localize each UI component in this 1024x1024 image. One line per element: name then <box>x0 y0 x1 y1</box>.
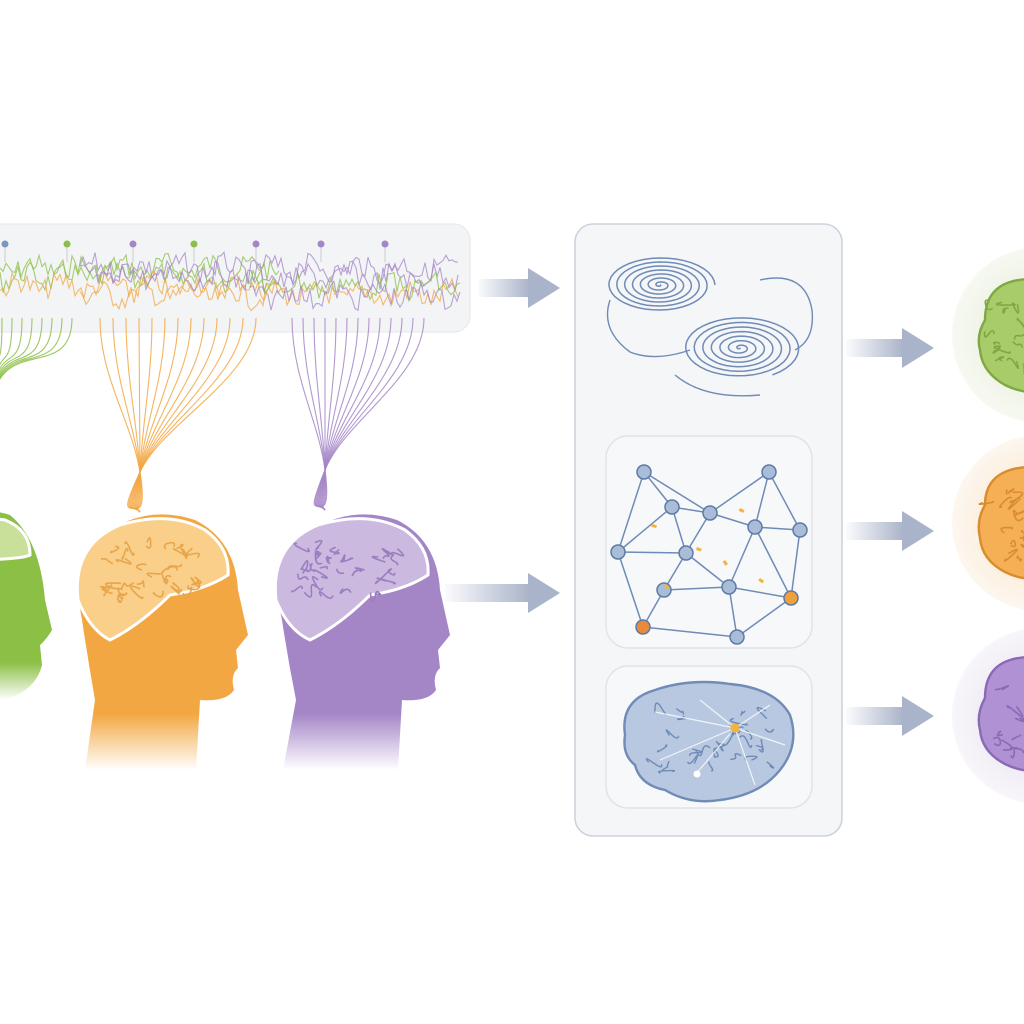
subject-green <box>0 512 52 700</box>
brain-orange-folds <box>99 536 202 604</box>
arrow-heads-to-panel <box>445 573 560 613</box>
arrow-panel-to-output-3 <box>846 696 934 736</box>
signal-fibers <box>0 317 425 513</box>
arrow-panel-to-output-1 <box>846 328 934 368</box>
eeg-waveform-icon <box>0 251 461 312</box>
subject-purple <box>273 514 450 770</box>
brain-network-icon <box>605 665 813 809</box>
brain-purple-folds <box>291 539 405 603</box>
brain-green <box>0 518 32 561</box>
feature-panel <box>574 223 843 837</box>
brain-purple <box>273 517 430 642</box>
brain-output-orange <box>952 436 1024 610</box>
signal-strip <box>0 223 471 333</box>
subject-orange <box>75 514 248 770</box>
brain-output-purple <box>952 629 1024 803</box>
electrode-markers <box>1 240 389 262</box>
arrow-panel-to-output-2 <box>846 511 934 551</box>
connectivity-graph-icon <box>605 435 813 649</box>
arrow-strip-to-panel <box>478 268 560 308</box>
brain-output-green <box>952 248 1024 422</box>
spiral-pattern-icon <box>606 257 814 397</box>
